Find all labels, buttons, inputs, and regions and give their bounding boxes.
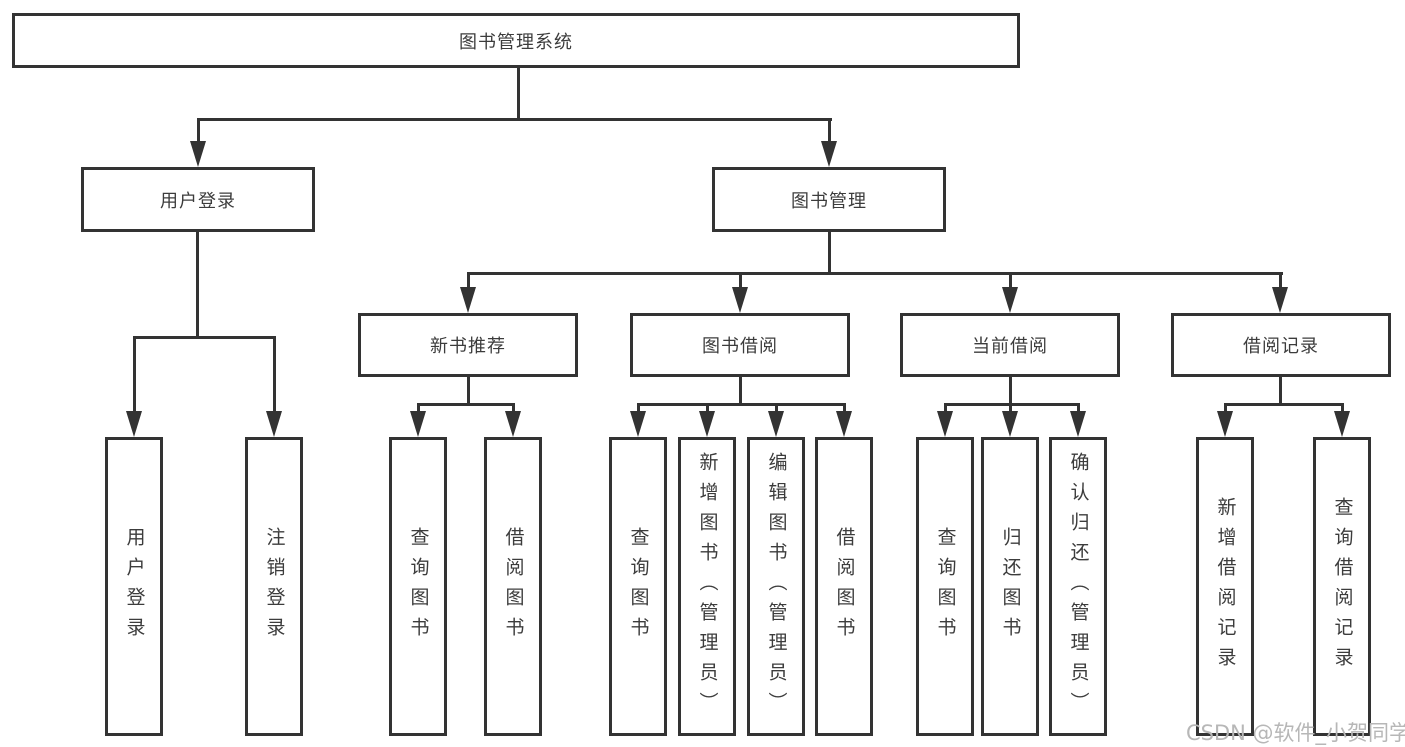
node-label: 借阅图书 (833, 526, 856, 647)
leaf-confirm-return-admin: 确认归还（管理员） (1049, 437, 1107, 736)
leaf-add-book-admin: 新增图书（管理员） (678, 437, 736, 736)
node-book-management: 图书管理 (712, 167, 946, 232)
leaf-query-book-recommend: 查询图书 (389, 437, 447, 736)
leaf-query-borrow-record: 查询借阅记录 (1313, 437, 1371, 736)
leaf-borrow-book: 借阅图书 (815, 437, 873, 736)
arrow-down-icon (821, 141, 837, 167)
node-label: 查询图书 (934, 526, 957, 647)
connector-stub (133, 336, 136, 412)
connector-stub (273, 336, 276, 412)
connector-book-management-stem (828, 232, 831, 272)
node-label: 图书管理 (791, 190, 867, 212)
arrow-down-icon (937, 411, 953, 437)
node-borrowing-records: 借阅记录 (1171, 313, 1391, 377)
connector-stub (706, 403, 709, 413)
connector-user-login-stem (196, 232, 199, 336)
leaf-edit-book-admin: 编辑图书（管理员） (747, 437, 805, 736)
connector-stub (828, 118, 831, 143)
connector-rail (637, 403, 846, 406)
connector-level2-rail (197, 118, 832, 121)
arrow-down-icon (1272, 287, 1288, 313)
arrow-down-icon (460, 287, 476, 313)
leaf-user-login: 用户登录 (105, 437, 163, 736)
arrow-down-icon (266, 411, 282, 437)
connector-stub (1009, 272, 1012, 288)
node-label: 图书借阅 (702, 336, 778, 357)
connector-stub (1279, 272, 1282, 288)
connector-stub (467, 272, 470, 288)
connector-stem (1279, 377, 1282, 403)
connector-stub (775, 403, 778, 413)
connector-stub (843, 403, 846, 413)
connector-stub (944, 403, 947, 413)
node-new-book-recommendation: 新书推荐 (358, 313, 578, 377)
arrow-down-icon (505, 411, 521, 437)
leaf-add-borrow-record: 新增借阅记录 (1196, 437, 1254, 736)
node-library-management-system: 图书管理系统 (12, 13, 1020, 68)
connector-stem (467, 377, 470, 403)
connector-user-login-rail (133, 336, 276, 339)
arrow-down-icon (410, 411, 426, 437)
leaf-logout: 注销登录 (245, 437, 303, 736)
connector-rail (944, 403, 1080, 406)
node-label: 当前借阅 (972, 336, 1048, 357)
connector-stub (512, 403, 515, 413)
node-label: 确认归还（管理员） (1067, 451, 1090, 722)
node-current-borrowing: 当前借阅 (900, 313, 1120, 377)
node-label: 借阅图书 (502, 526, 525, 647)
leaf-query-book-borrowing: 查询图书 (609, 437, 667, 736)
connector-rail (1224, 403, 1344, 406)
node-label: 用户登录 (123, 526, 146, 647)
node-label: 注销登录 (263, 526, 286, 647)
arrow-down-icon (1217, 411, 1233, 437)
node-label: 新书推荐 (430, 336, 506, 357)
connector-stem (1009, 377, 1012, 403)
node-label: 新增借阅记录 (1214, 496, 1237, 677)
connector-stub (197, 118, 200, 143)
arrow-down-icon (836, 411, 852, 437)
connector-root-stem (517, 68, 520, 118)
arrow-down-icon (126, 411, 142, 437)
connector-stub (1077, 403, 1080, 413)
node-label: 图书管理系统 (459, 31, 573, 53)
node-book-borrowing: 图书借阅 (630, 313, 850, 377)
watermark: CSDN @软件_小贺同学 (1186, 721, 1405, 745)
leaf-query-book-current: 查询图书 (916, 437, 974, 736)
node-user-login: 用户登录 (81, 167, 315, 232)
arrow-down-icon (630, 411, 646, 437)
node-label: 借阅记录 (1243, 336, 1319, 357)
connector-stem (739, 377, 742, 403)
arrow-down-icon (768, 411, 784, 437)
connector-stub (739, 272, 742, 288)
node-label: 查询图书 (407, 526, 430, 647)
connector-stub (1009, 403, 1012, 413)
arrow-down-icon (190, 141, 206, 167)
node-label: 用户登录 (160, 190, 236, 212)
connector-stub (1224, 403, 1227, 413)
connector-rail (417, 403, 515, 406)
arrow-down-icon (699, 411, 715, 437)
connector-stub (637, 403, 640, 413)
node-label: 归还图书 (999, 526, 1022, 647)
arrow-down-icon (1002, 411, 1018, 437)
leaf-return-book: 归还图书 (981, 437, 1039, 736)
connector-stub (417, 403, 420, 413)
connector-stub (1341, 403, 1344, 413)
arrow-down-icon (1002, 287, 1018, 313)
leaf-borrow-book-recommend: 借阅图书 (484, 437, 542, 736)
node-label: 查询借阅记录 (1331, 496, 1354, 677)
node-label: 编辑图书（管理员） (765, 451, 788, 722)
connector-level3-rail (467, 272, 1283, 275)
arrow-down-icon (732, 287, 748, 313)
arrow-down-icon (1334, 411, 1350, 437)
arrow-down-icon (1070, 411, 1086, 437)
node-label: 查询图书 (627, 526, 650, 647)
node-label: 新增图书（管理员） (696, 451, 719, 722)
